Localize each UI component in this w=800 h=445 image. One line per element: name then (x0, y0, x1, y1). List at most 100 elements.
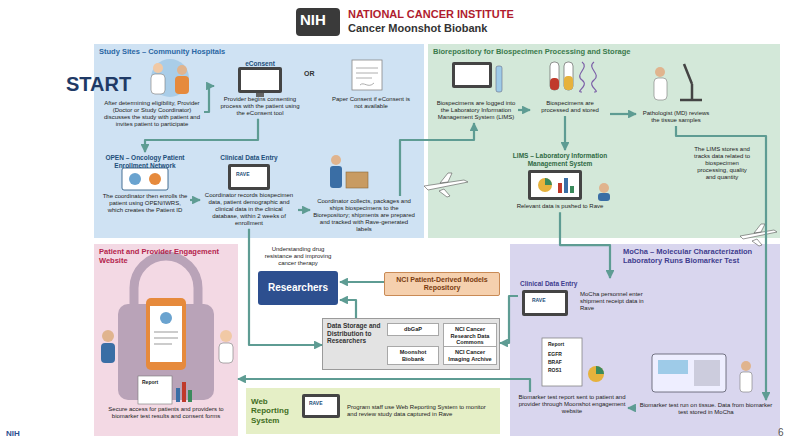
screen-label: RAVE (236, 172, 250, 177)
body-text: The LIMS stores and tracks data related … (692, 146, 752, 181)
step-text: After determining eligibility, Provider … (100, 98, 204, 130)
logo-text: NIH (300, 12, 326, 27)
page-title: Cancer Moonshot Biobank (348, 22, 487, 34)
flow-arrow (340, 300, 356, 318)
heading-text: Understanding drug resistance and improv… (258, 246, 338, 267)
screen-label: RAVE (532, 298, 546, 303)
step-text: Paper Consent if eConsent is not availab… (326, 94, 416, 112)
lims-monitor-icon (528, 170, 610, 201)
screen-label: RAVE (309, 401, 323, 406)
body-text: Secure access for patients and providers… (99, 406, 233, 420)
report-label: Report (548, 342, 564, 347)
database-box: Moonshot Biobank (387, 346, 439, 365)
report-icon (542, 338, 604, 386)
step-text: The LIMS stores and tracks data related … (690, 144, 754, 183)
database-box: NCI Cancer Research Data Commons (443, 323, 497, 349)
microscope-icon (654, 64, 702, 100)
heading-text: Clinical Data Entry (202, 154, 296, 162)
database-box: NCI Cancer Imaging Archive (443, 346, 497, 365)
heading-text: LIMS – Laboratory Information Management… (502, 152, 618, 167)
footer-logo: NIH (6, 430, 20, 438)
nih-logo (296, 8, 340, 36)
body-text: Coordinator records biospecimen data, pa… (202, 192, 296, 227)
web-monitor-icon (302, 394, 340, 418)
body-text: Program staff use Web Reporting System t… (347, 404, 495, 418)
body-text: MoCha – Molecular Characterization Labor… (515, 248, 775, 266)
flow-arrow (340, 281, 384, 283)
body-text: Relevant data is pushed to Rave (502, 203, 618, 210)
flow-arrow (298, 209, 310, 211)
step-text: Biomarker test run on tissue. Data from … (636, 400, 776, 418)
mocha-monitor-icon (522, 290, 568, 316)
gene-label: ROS1 (548, 368, 562, 373)
heading-text: eConsent (216, 60, 304, 68)
start-label: START (66, 74, 131, 94)
body-text: NCI Patient-Derived Models Repository (388, 276, 496, 292)
repository-box: NCI Patient-Derived Models Repository (384, 272, 500, 296)
body-text: Biomarker test report sent to patient an… (518, 394, 626, 415)
researchers-box: Understanding drug resistance and improv… (256, 244, 340, 307)
flow-arrow (610, 113, 636, 115)
body-text: Biorepository for Biospecimen Processing… (433, 48, 775, 57)
or-label: OR (304, 70, 315, 77)
network-icon (122, 168, 168, 190)
body-text: Researchers (258, 271, 338, 305)
researcher-sample-icon (372, 286, 382, 287)
flow-arrow (560, 212, 610, 278)
gene-label: EGFR (548, 352, 562, 357)
body-text: MoCha personnel enter shipment receipt d… (580, 291, 656, 312)
body-text: Paper Consent if eConsent is not availab… (328, 96, 414, 110)
doctor-patient-icon (151, 59, 189, 97)
flow-arrow (145, 119, 258, 152)
body-text: dbGaP (390, 326, 436, 333)
step-text: Pathologist (MD) reviews the tissue samp… (636, 108, 716, 126)
body-text: After determining eligibility, Provider … (102, 100, 202, 128)
body-text: Biospecimens are processed and stored (532, 100, 608, 114)
page-number: 6 (778, 428, 784, 438)
flow-arrow (204, 86, 214, 112)
rave-monitor-icon (228, 164, 270, 190)
heading-text: OPEN – Oncology Patient Enrollment Netwo… (102, 154, 188, 169)
monitor-icon (238, 67, 282, 97)
report-label: Report (142, 380, 158, 385)
flow-arrow (400, 123, 474, 196)
heading-text: Web Reporting System (251, 397, 301, 425)
step-text: Biomarker test report sent to patient an… (516, 392, 628, 417)
storage-box: Data Storage and Distribution to Researc… (322, 318, 500, 370)
flow-arrow (628, 407, 636, 409)
database-box: dbGaP (387, 323, 439, 336)
org-name: NATIONAL CANCER INSTITUTE (348, 9, 514, 20)
body-text: Coordinator collects, packages and ships… (312, 198, 416, 233)
flow-arrow (518, 109, 530, 111)
body-text: Biospecimens are logged into the Laborat… (436, 100, 516, 121)
step-text: Biospecimens are processed and stored (530, 98, 610, 116)
body-text: NCI Cancer Research Data Commons (446, 326, 494, 346)
body-text: Pathologist (MD) reviews the tissue samp… (638, 110, 714, 124)
body-text: Biomarker test run on tissue. Data from … (638, 402, 774, 416)
step-text: Coordinator collects, packages and ships… (310, 196, 418, 235)
gene-label: BRAF (548, 360, 562, 365)
flow-arrow (676, 126, 766, 400)
paper-consent-icon (352, 60, 382, 90)
flow-arrow (500, 296, 518, 343)
panel: Web Reporting System Program staff use We… (246, 388, 500, 434)
heading-text: Clinical Data Entry (520, 280, 656, 288)
lims-login-icon (452, 62, 502, 92)
test-tube-icon (550, 62, 596, 92)
airplane-icon (424, 173, 777, 246)
sequencer-icon (652, 354, 752, 392)
body-text: Provider begins consenting process with … (216, 96, 304, 117)
body-text: Data Storage and Distribution to Researc… (327, 322, 387, 345)
lock-phone-icon (101, 256, 233, 404)
flow-arrow (238, 379, 530, 392)
shipping-icon (330, 155, 368, 188)
body-text: Study Sites – Community Hospitals (99, 48, 419, 57)
body-text: NCI Cancer Imaging Archive (446, 349, 494, 362)
flow-arrow (564, 116, 566, 150)
body-text: Moonshot Biobank (390, 349, 436, 362)
step-text: Biospecimens are logged into the Laborat… (434, 98, 518, 123)
body-text: The coordinator then enrolls the patient… (102, 193, 188, 214)
flow-arrow (190, 199, 200, 201)
heading-text: Patient and Provider Engagement Website (99, 248, 233, 266)
